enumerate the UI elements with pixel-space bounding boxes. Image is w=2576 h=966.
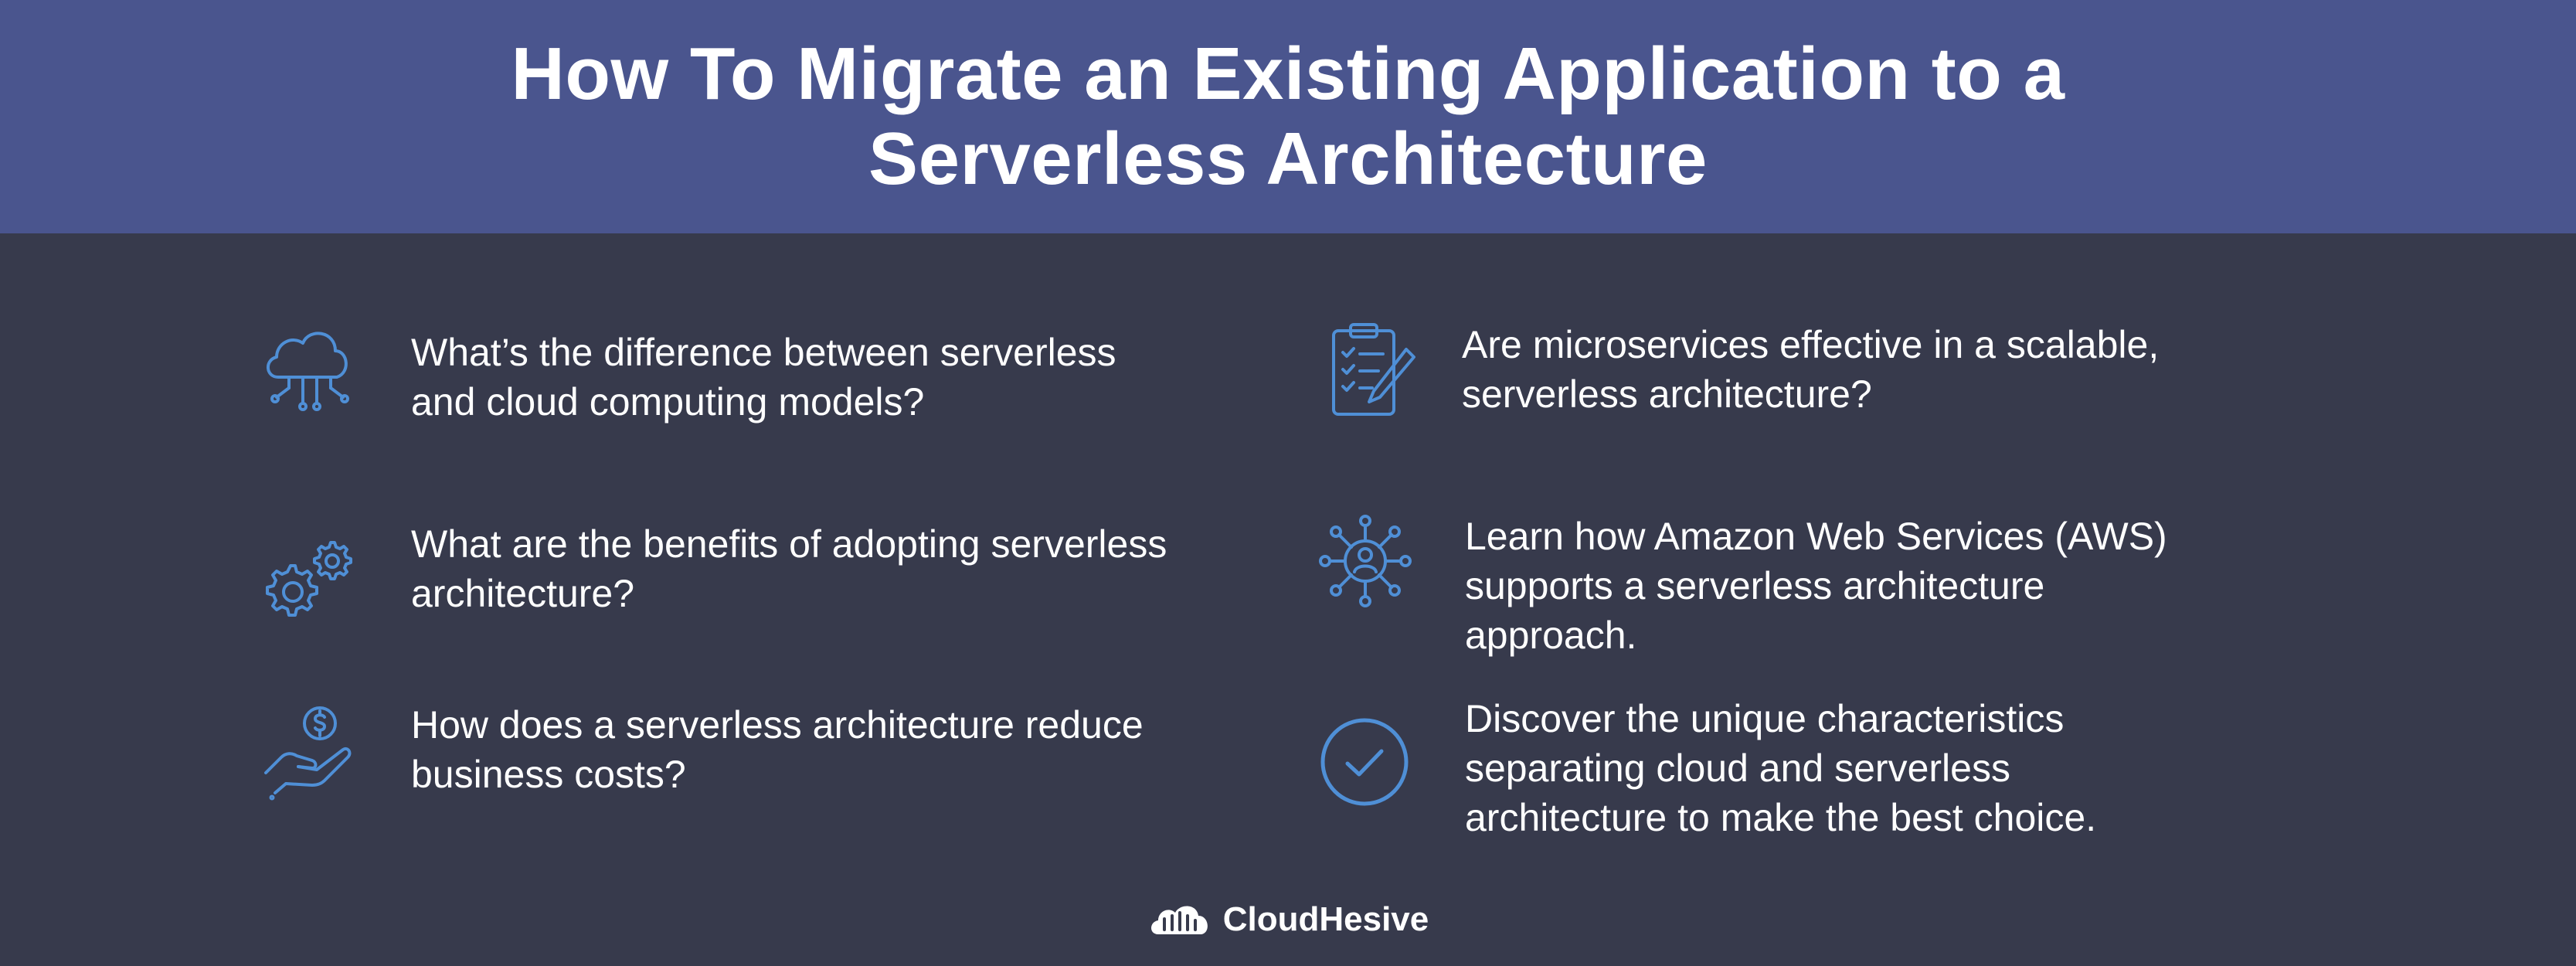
- clipboard-checklist-icon: [1313, 315, 1422, 423]
- page-title: How To Migrate an Existing Application t…: [511, 32, 2065, 202]
- user-network-icon: [1311, 507, 1419, 615]
- title-line-2: Serverless Architecture: [868, 117, 1708, 200]
- topic-text: How does a serverless architecture reduc…: [411, 700, 1144, 799]
- hand-coin-icon: [255, 696, 363, 804]
- topic-line: architecture?: [411, 572, 635, 615]
- cloud-network-icon: [255, 317, 363, 425]
- topic-line: Are microservices effective in a scalabl…: [1462, 323, 2160, 366]
- topic-line: architecture to make the best choice.: [1465, 796, 2097, 839]
- cloudhesive-logo-icon: [1150, 906, 1208, 934]
- topic-text: What’s the difference between serverless…: [411, 328, 1116, 427]
- check-circle-icon: [1310, 708, 1419, 816]
- topic-line: serverless architecture?: [1462, 372, 1872, 416]
- topic-line: and cloud computing models?: [411, 380, 925, 423]
- topic-line: Learn how Amazon Web Services (AWS): [1465, 515, 2167, 558]
- topic-line: business costs?: [411, 753, 686, 796]
- topic-line: How does a serverless architecture reduc…: [411, 703, 1144, 747]
- title-banner: How To Migrate an Existing Application t…: [0, 0, 2576, 233]
- footer: CloudHesive: [0, 889, 2576, 951]
- gears-icon: [255, 526, 363, 634]
- title-line-1: How To Migrate an Existing Application t…: [511, 32, 2065, 115]
- topic-line: separating cloud and serverless: [1465, 747, 2010, 790]
- topic-line: What are the benefits of adopting server…: [411, 522, 1167, 566]
- topic-text: Are microservices effective in a scalabl…: [1462, 320, 2159, 419]
- topic-line: approach.: [1465, 614, 1637, 657]
- brand-name: CloudHesive: [1222, 900, 1429, 938]
- topic-text: Learn how Amazon Web Services (AWS) supp…: [1465, 512, 2167, 660]
- topic-text: What are the benefits of adopting server…: [411, 519, 1167, 618]
- topic-line: supports a serverless architecture: [1465, 564, 2045, 607]
- topic-line: Discover the unique characteristics: [1465, 697, 2065, 740]
- topic-text: Discover the unique characteristics sepa…: [1465, 694, 2096, 842]
- topic-line: What’s the difference between serverless: [411, 331, 1116, 374]
